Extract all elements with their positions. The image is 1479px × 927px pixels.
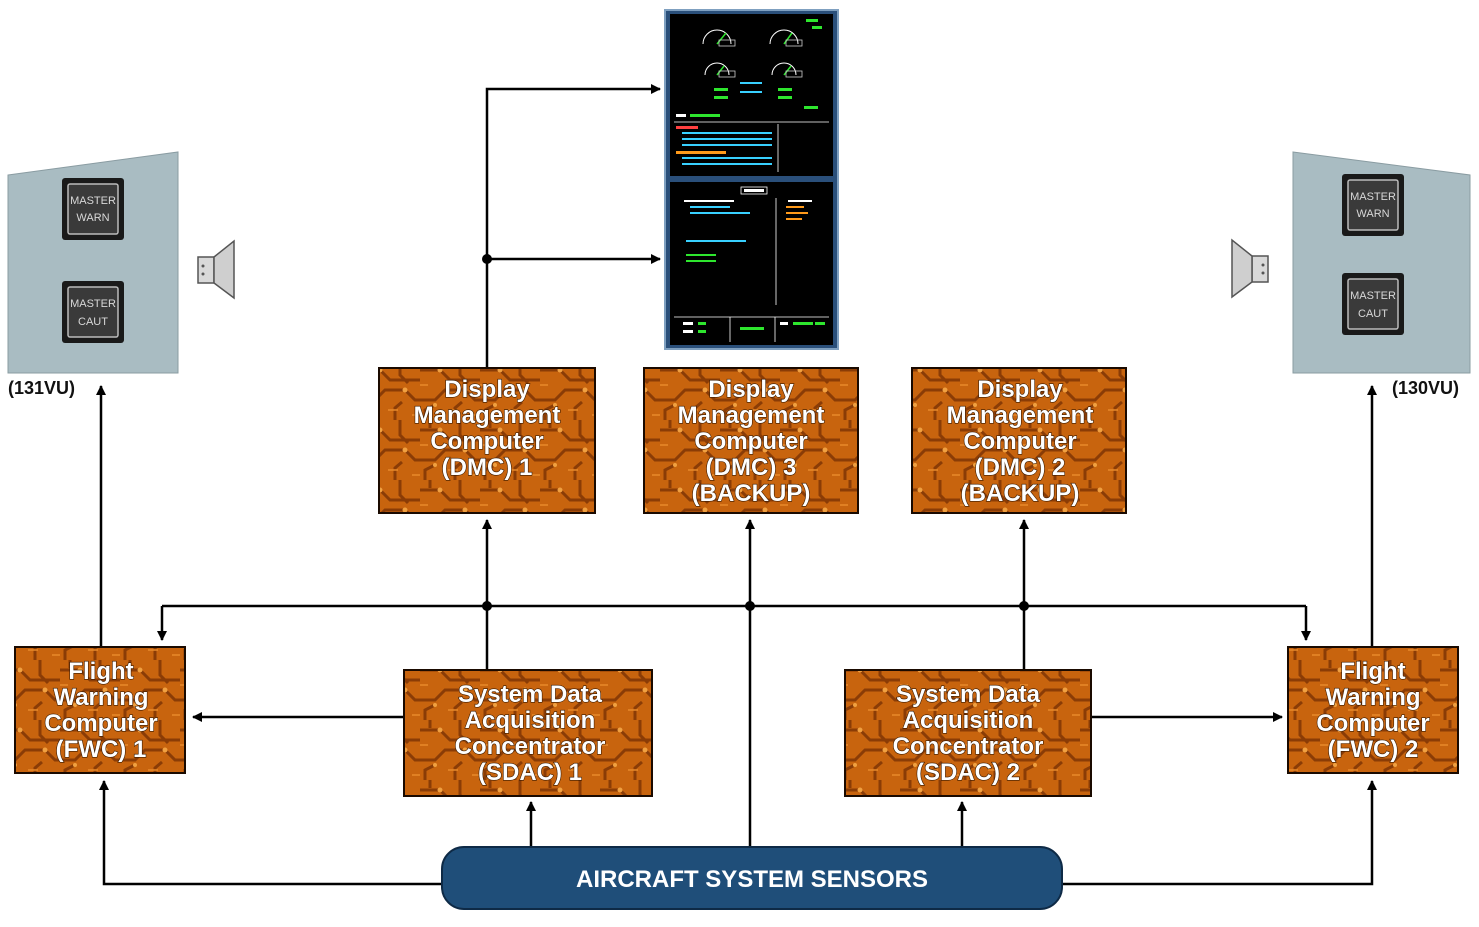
right-master-warn-button[interactable]: MASTER WARN <box>1342 174 1404 236</box>
left-warn-line2: WARN <box>76 212 109 224</box>
fwc1-line3: Computer <box>44 710 157 737</box>
fwc2-line3: Computer <box>1316 710 1429 737</box>
fwc1-line2: Warning <box>53 684 148 711</box>
sensors-label: AIRCRAFT SYSTEM SENSORS <box>576 866 928 893</box>
dmc2-box[interactable]: Display Management Computer (DMC) 2 (BAC… <box>911 367 1127 514</box>
dmc1-box[interactable]: Display Management Computer (DMC) 1 <box>378 367 596 514</box>
sdac1-line1: System Data <box>458 681 603 708</box>
right-caut-line2: CAUT <box>1358 308 1388 320</box>
sdac2-line1: System Data <box>896 681 1041 708</box>
fwc2-line4: (FWC) 2 <box>1328 736 1419 763</box>
engine-warning-display <box>670 14 833 176</box>
aircraft-system-sensors[interactable]: AIRCRAFT SYSTEM SENSORS <box>441 846 1063 910</box>
dmc2-line2: Management <box>947 402 1094 429</box>
right-warning-panel: MASTER WARN MASTER CAUT (130VU) <box>1292 151 1471 398</box>
system-display <box>670 182 833 345</box>
fwc2-line2: Warning <box>1325 684 1420 711</box>
sensors-to-fwc1-line <box>99 780 442 886</box>
dmc2-line1: Display <box>977 376 1063 403</box>
dmc3-line5: (BACKUP) <box>692 480 811 507</box>
dmc3-box[interactable]: Display Management Computer (DMC) 3 (BAC… <box>643 367 859 514</box>
sensors-to-fwc2-line <box>1062 780 1377 886</box>
left-caut-line1: MASTER <box>70 298 116 310</box>
left-warn-line1: MASTER <box>70 195 116 207</box>
sdac2-line2: Acquisition <box>903 707 1034 734</box>
left-panel-label: (131VU) <box>8 378 75 398</box>
dmc1-line3: Computer <box>430 428 543 455</box>
right-warn-line2: WARN <box>1356 208 1389 220</box>
fwc2-line1: Flight <box>1340 658 1405 685</box>
dmc2-line4: (DMC) 2 <box>975 454 1066 481</box>
sdac2-line4: (SDAC) 2 <box>916 759 1020 786</box>
dmc1-line1: Display <box>444 376 530 403</box>
sdac1-line3: Concentrator <box>455 733 606 760</box>
sdac1-box[interactable]: System Data Acquisition Concentrator (SD… <box>403 669 653 797</box>
dmc3-line3: Computer <box>694 428 807 455</box>
left-master-warn-button[interactable]: MASTER WARN <box>62 178 124 240</box>
sdac2-box[interactable]: System Data Acquisition Concentrator (SD… <box>844 669 1092 797</box>
left-warning-panel: MASTER WARN MASTER CAUT (131VU) <box>7 151 179 398</box>
sdac1-line2: Acquisition <box>465 707 596 734</box>
right-caut-line1: MASTER <box>1350 290 1396 302</box>
dmc1-line4: (DMC) 1 <box>442 454 533 481</box>
fwc1-line1: Flight <box>68 658 133 685</box>
right-speaker-icon <box>1231 238 1269 299</box>
dmc3-line2: Management <box>678 402 825 429</box>
connection-lines <box>96 84 1377 886</box>
left-speaker-icon <box>197 239 235 300</box>
dmc1-to-ewd-line <box>485 84 661 367</box>
dmc2-line5: (BACKUP) <box>961 480 1080 507</box>
dmc3-line4: (DMC) 3 <box>706 454 797 481</box>
dmc3-line1: Display <box>708 376 794 403</box>
dmc1-line2: Management <box>414 402 561 429</box>
fwc2-box[interactable]: Flight Warning Computer (FWC) 2 <box>1287 646 1459 774</box>
left-caut-line2: CAUT <box>78 316 108 328</box>
sdac1-line4: (SDAC) 1 <box>478 759 582 786</box>
fwc1-box[interactable]: Flight Warning Computer (FWC) 1 <box>14 646 186 774</box>
ecam-displays <box>664 9 839 350</box>
right-master-caut-button[interactable]: MASTER CAUT <box>1342 273 1404 335</box>
dmc2-line3: Computer <box>963 428 1076 455</box>
fwc1-line4: (FWC) 1 <box>56 736 147 763</box>
left-master-caut-button[interactable]: MASTER CAUT <box>62 281 124 343</box>
right-warn-line1: MASTER <box>1350 191 1396 203</box>
right-panel-label: (130VU) <box>1392 378 1459 398</box>
sdac2-line3: Concentrator <box>893 733 1044 760</box>
